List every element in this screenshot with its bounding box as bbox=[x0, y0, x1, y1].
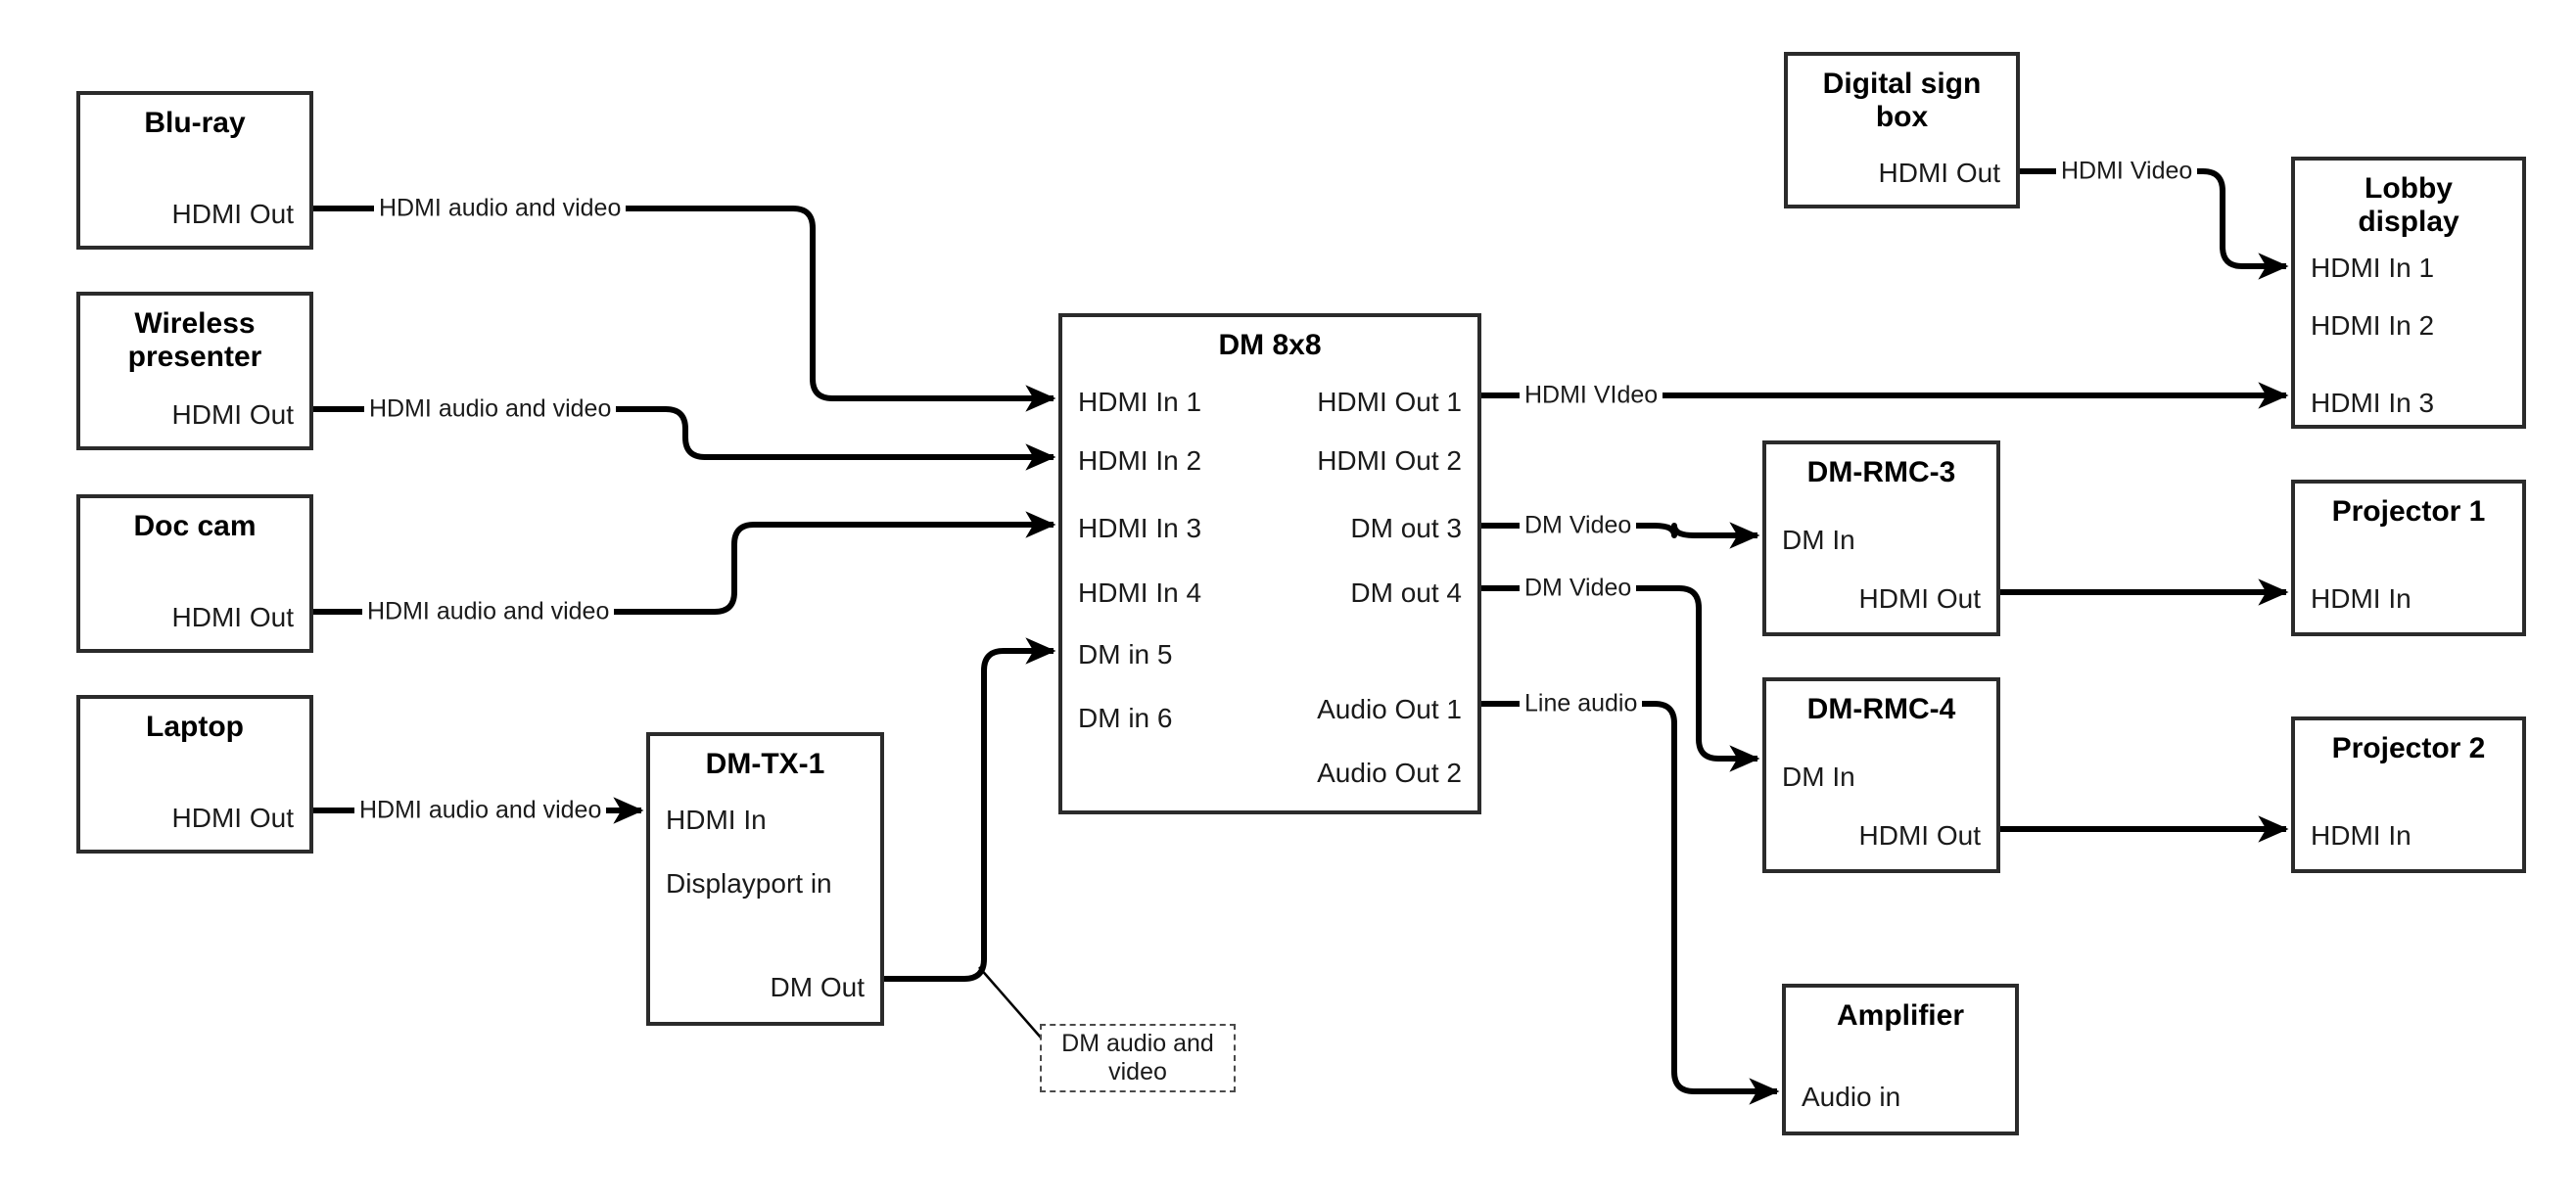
node-dm-8x8-port-dm-in-6[interactable]: DM in 6 bbox=[1078, 703, 1173, 733]
node-wireless-presenter-title: Wireless presenter bbox=[127, 307, 262, 373]
node-amplifier[interactable]: Amplifier Audio in bbox=[1782, 984, 2019, 1135]
edge-label-dm8x8-hdmi-out-1: HDMI VIdeo bbox=[1520, 383, 1663, 408]
node-lobby-display-port-hdmi-in-2[interactable]: HDMI In 2 bbox=[2311, 310, 2435, 341]
node-dm-8x8-port-hdmi-in-4[interactable]: HDMI In 4 bbox=[1078, 577, 1202, 608]
node-projector-2[interactable]: Projector 2 HDMI In bbox=[2291, 716, 2526, 873]
node-dm-8x8-port-hdmi-out-1[interactable]: HDMI Out 1 bbox=[1317, 387, 1462, 417]
node-doc-cam[interactable]: Doc cam HDMI Out bbox=[76, 494, 313, 653]
leader-line-dm-audio-video-note bbox=[978, 966, 1042, 1039]
node-dm-rmc-3[interactable]: DM-RMC-3 DM In HDMI Out bbox=[1762, 440, 2000, 636]
node-lobby-display-title: Lobby display bbox=[2358, 172, 2459, 238]
node-dm-8x8-port-audio-out-1[interactable]: Audio Out 1 bbox=[1317, 694, 1462, 724]
node-dm-8x8-port-dm-out-4[interactable]: DM out 4 bbox=[1350, 577, 1462, 608]
node-digital-sign-box-port-hdmi-out[interactable]: HDMI Out bbox=[1878, 158, 2000, 188]
node-lobby-display-port-hdmi-in-1[interactable]: HDMI In 1 bbox=[2311, 253, 2435, 283]
node-projector-1[interactable]: Projector 1 HDMI In bbox=[2291, 480, 2526, 636]
node-dm-rmc-4-title: DM-RMC-4 bbox=[1806, 693, 1956, 725]
node-bluray-port-hdmi-out[interactable]: HDMI Out bbox=[171, 199, 294, 229]
wire-bluray-to-dm8x8 bbox=[313, 206, 1056, 412]
annotation-dm-audio-and-video: DM audio and video bbox=[1040, 1024, 1236, 1092]
node-amplifier-port-audio-in[interactable]: Audio in bbox=[1802, 1082, 1901, 1112]
node-bluray-title: Blu-ray bbox=[144, 107, 246, 139]
node-dm-8x8[interactable]: DM 8x8 HDMI In 1 HDMI In 2 HDMI In 3 HDM… bbox=[1058, 313, 1481, 814]
wire-dm8x8-to-dmrmc4 bbox=[1481, 585, 1760, 772]
node-amplifier-title: Amplifier bbox=[1836, 999, 1965, 1032]
node-dm-rmc-4[interactable]: DM-RMC-4 DM In HDMI Out bbox=[1762, 677, 2000, 873]
node-dm-8x8-port-dm-out-3[interactable]: DM out 3 bbox=[1350, 513, 1462, 543]
edge-label-dm-out-3: DM Video bbox=[1520, 513, 1637, 538]
node-digital-sign-box[interactable]: Digital sign box HDMI Out bbox=[1784, 52, 2020, 208]
node-wireless-presenter[interactable]: Wireless presenter HDMI Out bbox=[76, 292, 313, 450]
edge-label-audio-out-1: Line audio bbox=[1520, 691, 1643, 716]
node-dm-tx-1-title: DM-TX-1 bbox=[705, 748, 825, 780]
node-dm-tx-1-port-displayport-in[interactable]: Displayport in bbox=[666, 868, 832, 899]
node-dm-rmc-3-port-hdmi-out[interactable]: HDMI Out bbox=[1858, 583, 1981, 614]
node-dm-8x8-port-hdmi-in-2[interactable]: HDMI In 2 bbox=[1078, 445, 1202, 476]
node-dm-rmc-4-port-hdmi-out[interactable]: HDMI Out bbox=[1858, 820, 1981, 851]
edge-label-dm-out-4: DM Video bbox=[1520, 576, 1637, 601]
node-dm-8x8-port-hdmi-in-3[interactable]: HDMI In 3 bbox=[1078, 513, 1202, 543]
node-laptop-title: Laptop bbox=[146, 711, 244, 743]
node-dm-rmc-3-title: DM-RMC-3 bbox=[1806, 456, 1956, 488]
node-projector-2-port-hdmi-in[interactable]: HDMI In bbox=[2311, 820, 2412, 851]
node-dm-8x8-port-hdmi-in-1[interactable]: HDMI In 1 bbox=[1078, 387, 1202, 417]
node-dm-8x8-port-dm-in-5[interactable]: DM in 5 bbox=[1078, 639, 1173, 670]
node-lobby-display-port-hdmi-in-3[interactable]: HDMI In 3 bbox=[2311, 388, 2435, 418]
edge-label-laptop: HDMI audio and video bbox=[354, 798, 607, 823]
edge-label-digital-sign: HDMI Video bbox=[2056, 159, 2198, 184]
wire-digitalsign-to-lobby-hdmi1 bbox=[2020, 168, 2289, 280]
node-dm-tx-1-port-dm-out[interactable]: DM Out bbox=[770, 972, 865, 1002]
node-digital-sign-box-title: Digital sign box bbox=[1822, 68, 1982, 133]
wire-dm8x8-to-amplifier bbox=[1481, 701, 1780, 1105]
node-doc-cam-title: Doc cam bbox=[133, 510, 257, 542]
node-dm-8x8-title: DM 8x8 bbox=[1218, 329, 1322, 361]
node-dm-rmc-3-port-dm-in[interactable]: DM In bbox=[1782, 525, 1855, 555]
node-doc-cam-port-hdmi-out[interactable]: HDMI Out bbox=[171, 602, 294, 632]
node-projector-2-title: Projector 2 bbox=[2331, 732, 2486, 764]
node-laptop-port-hdmi-out[interactable]: HDMI Out bbox=[171, 803, 294, 833]
node-lobby-display[interactable]: Lobby display HDMI In 1 HDMI In 2 HDMI I… bbox=[2291, 157, 2526, 429]
edge-label-doccam: HDMI audio and video bbox=[362, 599, 615, 624]
node-dm-tx-1[interactable]: DM-TX-1 HDMI In Displayport in DM Out bbox=[646, 732, 884, 1026]
node-projector-1-port-hdmi-in[interactable]: HDMI In bbox=[2311, 583, 2412, 614]
node-bluray[interactable]: Blu-ray HDMI Out bbox=[76, 91, 313, 250]
node-laptop[interactable]: Laptop HDMI Out bbox=[76, 695, 313, 854]
node-dm-8x8-port-audio-out-2[interactable]: Audio Out 2 bbox=[1317, 758, 1462, 788]
edge-label-bluray: HDMI audio and video bbox=[374, 196, 627, 221]
node-dm-rmc-4-port-dm-in[interactable]: DM In bbox=[1782, 762, 1855, 792]
node-dm-8x8-port-hdmi-out-2[interactable]: HDMI Out 2 bbox=[1317, 445, 1462, 476]
node-wireless-presenter-port-hdmi-out[interactable]: HDMI Out bbox=[171, 399, 294, 430]
node-dm-tx-1-port-hdmi-in[interactable]: HDMI In bbox=[666, 805, 767, 835]
edge-label-wireless: HDMI audio and video bbox=[364, 396, 617, 422]
node-projector-1-title: Projector 1 bbox=[2331, 495, 2486, 528]
wire-dmtx1-to-dm8x8 bbox=[884, 637, 1056, 982]
